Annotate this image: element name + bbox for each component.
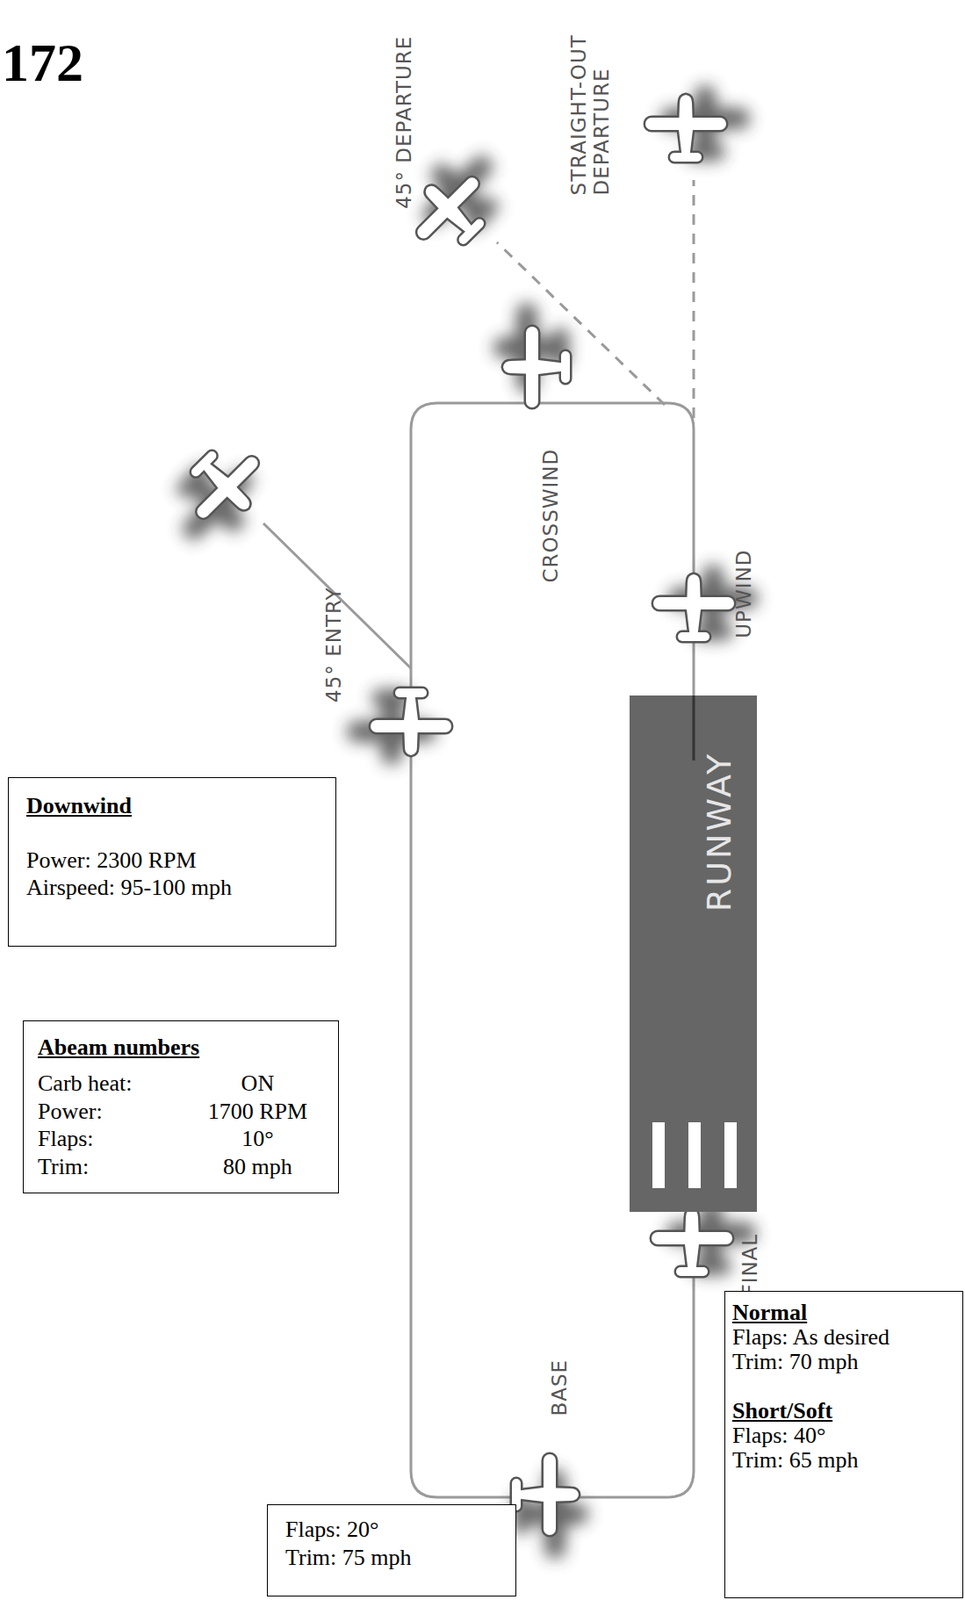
box-line: Carb heat: — [37, 1071, 164, 1099]
box-line: Trim: 65 mph — [732, 1447, 954, 1473]
info-box: DownwindPower: 2300 RPMAirspeed: 95-100 … — [7, 777, 337, 947]
runway-label: RUNWAY — [699, 751, 739, 912]
box-heading: Downwind — [26, 793, 318, 819]
box-line: Airspeed: 95-100 mph — [26, 875, 318, 901]
pattern-leg-label: 45° DEPARTURE — [393, 35, 417, 209]
airplane-icon — [645, 89, 746, 162]
box-line: Trim: — [37, 1154, 164, 1182]
box-line: 10° — [189, 1126, 326, 1154]
departure-line — [692, 180, 696, 418]
airplane-icon — [497, 307, 570, 408]
box-line: Flaps: — [37, 1126, 164, 1154]
box-line: Power: — [37, 1099, 164, 1127]
airplane-icon — [651, 1203, 752, 1276]
box-line: ON — [189, 1071, 326, 1099]
box-heading: Short/Soft — [732, 1398, 954, 1424]
box-line: Power: 2300 RPM — [26, 848, 318, 873]
page-title: 172 — [1, 35, 84, 90]
box-heading: Normal — [732, 1300, 954, 1326]
box-line: Flaps: As desired — [732, 1325, 954, 1350]
pattern-leg-label: 45° ENTRY — [322, 586, 346, 702]
pattern-leg-label: STRAIGHT-OUT DEPARTURE — [567, 19, 614, 195]
box-heading: Abeam numbers — [37, 1035, 326, 1063]
box-line: 80 mph — [189, 1154, 326, 1182]
box-line: Trim: 70 mph — [732, 1349, 954, 1375]
info-box: Flaps: 20° Trim: 75 mph — [266, 1504, 517, 1597]
pattern-leg-label: UPWIND — [733, 548, 757, 638]
pattern-leg-label: BASE — [547, 1359, 571, 1417]
box-line: Flaps: 20° — [285, 1517, 507, 1542]
box-line: Trim: 75 mph — [285, 1545, 507, 1570]
airplane-icon — [158, 432, 281, 555]
box-line: Flaps: 40° — [732, 1423, 954, 1448]
info-box: NormalFlaps: As desiredTrim: 70 mphShort… — [724, 1290, 964, 1599]
runway: RUNWAY — [629, 695, 757, 1212]
box-line: 1700 RPM — [189, 1099, 326, 1127]
pattern-leg-label: CROSSWIND — [539, 448, 562, 584]
airplane-icon — [511, 1454, 584, 1555]
airplane-icon — [351, 688, 452, 761]
info-box: Abeam numbersCarb heat: ON Power: 1700 RPM F… — [22, 1020, 339, 1194]
pattern-leg-label: FINAL — [738, 1233, 762, 1297]
